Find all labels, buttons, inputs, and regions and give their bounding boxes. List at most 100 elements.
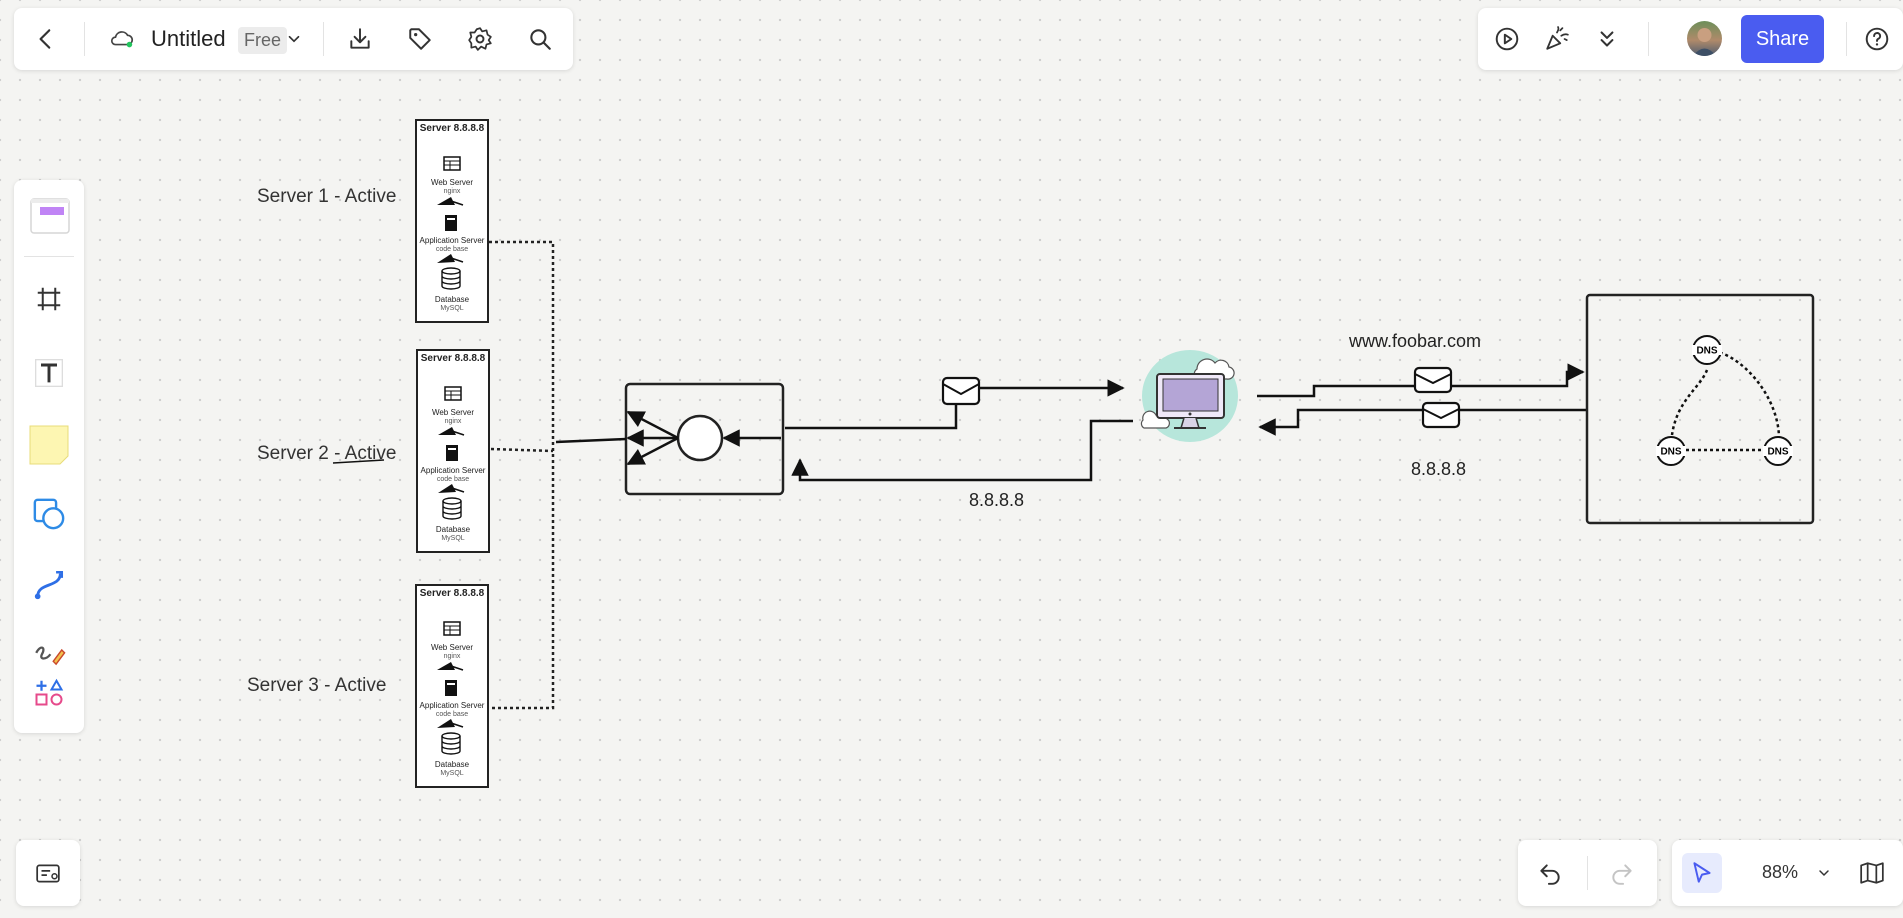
text-tool[interactable]: [29, 353, 69, 393]
top-toolbar-left: Untitled Free: [14, 8, 573, 70]
dns-links: [1670, 348, 1781, 452]
settings-button[interactable]: [460, 19, 500, 59]
search-button[interactable]: [520, 19, 560, 59]
dns-node-icon[interactable]: DNS: [1656, 436, 1686, 466]
gear-icon: [468, 27, 492, 51]
party-popper-icon: [1546, 26, 1569, 50]
dns-node-label: DNS: [1767, 447, 1788, 458]
server-1-label[interactable]: Server 1 - Active: [257, 186, 397, 207]
double-chevron-down-icon: [1600, 31, 1614, 47]
redo-button[interactable]: [1602, 853, 1642, 893]
server-stack-icons: [437, 621, 464, 755]
cloud-sync-status[interactable]: [102, 19, 142, 59]
divider: [1846, 22, 1847, 56]
divider: [84, 22, 85, 56]
lb-ip-label[interactable]: 8.8.8.8: [969, 490, 1025, 510]
zoom-panel: [1672, 840, 1903, 906]
cloud-icon: [110, 31, 133, 48]
chevron-left-icon: [39, 29, 51, 49]
server-title: Server 8.8.8.8: [419, 588, 485, 599]
title-dropdown-button[interactable]: [280, 19, 308, 59]
back-button[interactable]: [26, 19, 66, 59]
tag-icon: [409, 28, 431, 50]
celebrate-button[interactable]: [1537, 19, 1577, 59]
chevron-down-icon: [1819, 870, 1829, 877]
dns-ip-label[interactable]: 8.8.8.8: [1411, 459, 1467, 479]
download-button[interactable]: [340, 19, 380, 59]
dns-node-icon[interactable]: DNS: [1692, 335, 1722, 365]
pen-tool[interactable]: [29, 630, 69, 670]
download-icon: [350, 28, 370, 49]
zoom-dropdown-button[interactable]: [1812, 853, 1836, 893]
select-tool-button[interactable]: [1682, 853, 1722, 893]
top-toolbar-right: [1478, 8, 1903, 70]
server-connectors: [489, 240, 555, 710]
divider: [323, 22, 324, 56]
text-icon: [35, 359, 63, 387]
help-button[interactable]: [1857, 19, 1897, 59]
tag-button[interactable]: [400, 19, 440, 59]
server-stack-icons: [437, 156, 464, 290]
sticky-note-tool[interactable]: [27, 423, 71, 467]
frame-template-tool[interactable]: [28, 194, 72, 238]
minimap-panel: [16, 840, 80, 906]
dns-node-label: DNS: [1696, 346, 1717, 357]
divider: [1648, 22, 1649, 56]
shape-tool[interactable]: [29, 494, 69, 534]
plan-badge: Free: [238, 27, 288, 54]
envelope-icon: [1421, 401, 1461, 429]
server-title: Server 8.8.8.8: [420, 353, 486, 364]
divider: [24, 256, 74, 257]
dns-node-icon[interactable]: DNS: [1763, 436, 1793, 466]
book-map-icon: [1860, 862, 1884, 884]
server-title: Server 8.8.8.8: [419, 123, 485, 134]
server-3-label[interactable]: Server 3 - Active: [247, 675, 387, 696]
play-icon: [1495, 27, 1519, 51]
envelope-icon: [941, 376, 981, 406]
more-options-button[interactable]: [1587, 19, 1627, 59]
map-toggle-icon: [36, 864, 60, 883]
history-panel: [1518, 840, 1657, 906]
frame-tool[interactable]: [29, 279, 69, 319]
template-icon: [30, 198, 70, 234]
present-button[interactable]: [1487, 19, 1527, 59]
annotation-stroke: [332, 459, 385, 464]
search-icon: [530, 29, 551, 50]
lb-distribution-arrows: [555, 410, 679, 466]
pen-icon: [35, 646, 66, 666]
load-balancer-node[interactable]: [676, 414, 724, 462]
cursor-icon: [1693, 862, 1711, 883]
frame-icon: [37, 287, 61, 311]
map-view-button[interactable]: [1852, 853, 1892, 893]
share-button[interactable]: Share: [1741, 15, 1824, 63]
undo-button[interactable]: [1530, 853, 1570, 893]
zoom-level[interactable]: 88%: [1762, 862, 1799, 882]
domain-label[interactable]: www.foobar.com: [1349, 331, 1482, 351]
server-stack-icons: [438, 386, 465, 520]
server-2-label[interactable]: Server 2 - Active: [257, 443, 397, 464]
more-tools-icon: [35, 678, 64, 706]
more-shapes-tool[interactable]: [29, 672, 69, 712]
connector-tool[interactable]: [29, 565, 69, 605]
help-icon: [1865, 27, 1889, 51]
document-title[interactable]: Untitled: [151, 26, 226, 51]
lb-computer-links: [785, 379, 1133, 482]
client-computer-icon[interactable]: [1140, 350, 1238, 442]
sticky-note-icon: [29, 425, 69, 465]
minimap-button[interactable]: [28, 853, 68, 893]
avatar[interactable]: [1687, 21, 1722, 56]
connector-icon: [34, 570, 64, 600]
shapes-icon: [33, 498, 65, 530]
dns-cluster-box[interactable]: [1585, 293, 1815, 525]
